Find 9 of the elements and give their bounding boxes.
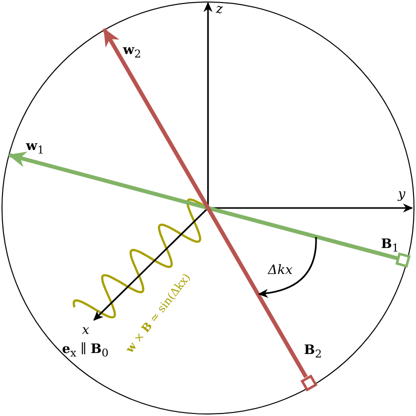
vector-label: B$_{1}$: [381, 238, 399, 254]
vector-label: w$_{1}$: [26, 140, 44, 156]
axis-label: y: [398, 188, 406, 201]
angle-label: Δkx: [268, 264, 293, 277]
axis-label: x: [82, 324, 90, 337]
axis-label: e$_{x}$ ∥ B$_{0}$: [62, 343, 109, 360]
vector-label: w$_{2}$: [123, 44, 142, 60]
axis-label: z: [216, 3, 223, 16]
vector-label: B$_{2}$: [304, 344, 322, 360]
